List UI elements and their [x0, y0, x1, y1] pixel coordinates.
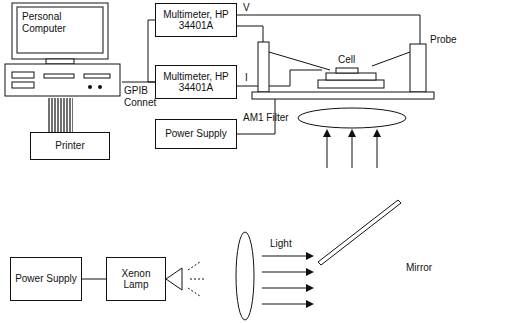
multimeter-box: Multimeter, HP 34401A	[155, 3, 237, 37]
light-arrow	[352, 133, 353, 168]
lamp-ray	[188, 288, 200, 296]
part-label: Probe	[430, 34, 457, 46]
printer-box: Printer	[30, 132, 110, 160]
signal-label: V	[243, 2, 250, 14]
power-supply-box: Power Supply	[155, 119, 237, 149]
bus-label: GPIB Connet	[124, 85, 158, 108]
voltage-wire	[237, 15, 420, 44]
current-wire	[237, 70, 322, 86]
connector-line	[82, 279, 106, 280]
filter-lens	[298, 108, 406, 128]
signal-label: I	[245, 72, 248, 84]
part-label: Light	[270, 238, 292, 250]
probe-post	[410, 44, 426, 92]
node-text: Multimeter, HP 34401A	[160, 71, 232, 94]
mirror-plate	[318, 200, 401, 265]
cell-base	[318, 80, 384, 88]
computer-icon	[4, 2, 122, 98]
condenser-lens	[236, 232, 254, 320]
lamp-bulb	[166, 268, 182, 290]
light-arrow	[262, 272, 310, 273]
cell-top	[336, 68, 358, 73]
multimeter-box: Multimeter, HP 34401A	[155, 65, 237, 99]
left-post	[258, 42, 269, 92]
node-text: Xenon Lamp	[111, 268, 161, 291]
probe-needle	[372, 52, 410, 66]
node-text: Personal Computer	[22, 11, 82, 34]
power-supply-box: Power Supply	[10, 257, 82, 301]
light-arrow	[262, 304, 310, 305]
connector-line	[148, 20, 155, 82]
lamp-box: Xenon Lamp	[106, 257, 166, 301]
node-text: Power Supply	[165, 128, 227, 140]
computer: Personal Computer	[4, 2, 122, 98]
part-label: AM1 Filter	[243, 112, 289, 124]
light-arrow	[262, 288, 310, 289]
cell-layer	[326, 73, 376, 80]
printer-cable	[47, 98, 73, 132]
part-label: Mirror	[406, 262, 432, 274]
node-text: Multimeter, HP 34401A	[160, 9, 232, 32]
light-arrow	[262, 256, 310, 257]
light-arrow	[327, 133, 328, 168]
node-text: Printer	[55, 140, 84, 152]
light-arrow	[377, 133, 378, 168]
part-label: Cell	[338, 54, 355, 66]
clip-arm	[269, 52, 330, 70]
node-text: Power Supply	[15, 273, 77, 285]
stage-plate	[252, 92, 434, 99]
lamp-ray	[188, 262, 200, 270]
lamp-ray	[190, 279, 204, 280]
sense-wire	[237, 26, 263, 42]
